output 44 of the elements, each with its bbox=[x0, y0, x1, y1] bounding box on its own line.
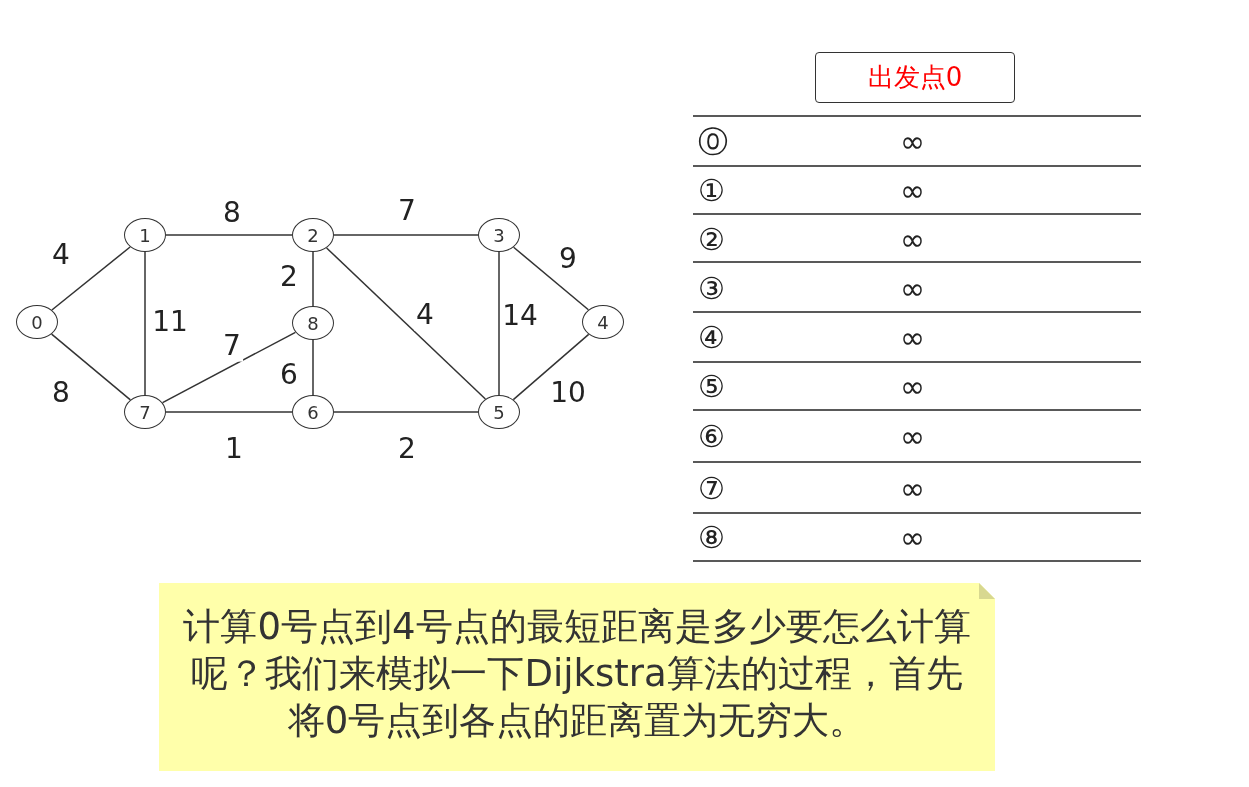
distance-cell: ∞ bbox=[900, 471, 925, 505]
vertex-cell: ② bbox=[698, 222, 725, 256]
graph-node: 4 bbox=[582, 305, 624, 339]
graph-node: 0 bbox=[16, 305, 58, 339]
vertex-cell: ⑥ bbox=[698, 419, 725, 453]
edge-line bbox=[165, 234, 293, 236]
edge-line bbox=[165, 411, 293, 413]
graph-node: 1 bbox=[124, 218, 166, 252]
edge-line bbox=[333, 411, 479, 413]
graph-node: 8 bbox=[292, 306, 334, 340]
vertex-cell: ⑤ bbox=[698, 369, 725, 403]
vertex-cell: ⓪ bbox=[698, 124, 728, 158]
edge-line bbox=[333, 234, 479, 236]
edge-line bbox=[512, 246, 590, 311]
distance-cell: ∞ bbox=[900, 520, 925, 554]
edge-line bbox=[51, 246, 131, 311]
edge-line bbox=[312, 251, 314, 307]
distance-cell: ∞ bbox=[900, 271, 925, 305]
graph-node: 6 bbox=[292, 395, 334, 429]
vertex-cell: ⑦ bbox=[698, 471, 725, 505]
distance-cell: ∞ bbox=[900, 173, 925, 207]
distance-cell: ∞ bbox=[900, 419, 925, 453]
edge-line bbox=[312, 339, 314, 396]
distance-cell: ∞ bbox=[900, 222, 925, 256]
distance-cell: ∞ bbox=[900, 124, 925, 158]
vertex-cell: ④ bbox=[698, 320, 725, 354]
edge-line bbox=[161, 331, 297, 404]
start-label-box: 出发点0 bbox=[815, 52, 1015, 103]
edge-line bbox=[144, 251, 146, 396]
distance-cell: ∞ bbox=[900, 320, 925, 354]
vertex-cell: ③ bbox=[698, 271, 725, 305]
edge-line bbox=[512, 333, 590, 401]
graph-node: 5 bbox=[478, 395, 520, 429]
edge-line bbox=[325, 247, 487, 400]
edge-line bbox=[498, 251, 500, 396]
vertex-cell: ① bbox=[698, 173, 725, 207]
note-text: 计算0号点到4号点的最短距离是多少要怎么计算呢？我们来模拟一下Dijkstra算法的过程，首先将0号点到各点的距离置为无穷大。 bbox=[182, 604, 972, 744]
graph-node: 2 bbox=[292, 218, 334, 252]
edge-line bbox=[50, 333, 132, 401]
distance-cell: ∞ bbox=[900, 369, 925, 403]
note-card bbox=[159, 583, 995, 771]
graph-node: 7 bbox=[124, 395, 166, 429]
graph-node: 3 bbox=[478, 218, 520, 252]
vertex-cell: ⑧ bbox=[698, 520, 725, 554]
